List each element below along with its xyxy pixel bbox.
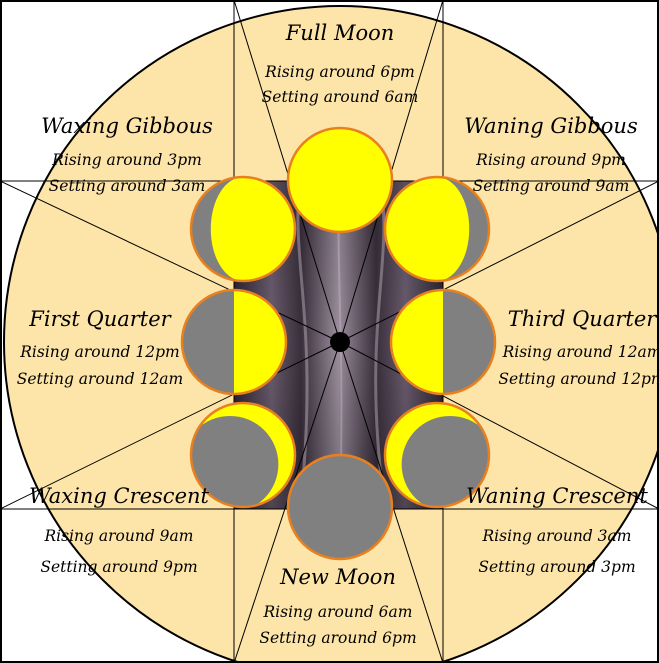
phase-name: Waning Crescent [466,484,648,508]
phase-setting: Setting around 6am [262,88,419,106]
phase-name: New Moon [279,565,396,589]
moon-first-quarter [182,290,286,394]
phase-name: First Quarter [28,307,172,331]
phase-setting: Setting around 9pm [40,558,197,576]
phase-rising: Rising around 12am [502,343,659,361]
phase-setting: Setting around 3pm [478,558,635,576]
label-waxing-crescent: Waxing Crescent Rising around 9am Settin… [29,484,210,576]
moon-new-moon [288,455,392,559]
phase-name: Waning Gibbous [464,114,638,138]
label-waning-gibbous: Waning Gibbous Rising around 9pm Setting… [464,114,638,195]
phase-name: Waxing Crescent [29,484,210,508]
phase-name: Waxing Gibbous [41,114,213,138]
label-third-quarter: Third Quarter Rising around 12am Setting… [498,307,659,388]
phase-rising: Rising around 6am [263,603,413,621]
phase-rising: Rising around 9pm [475,151,626,169]
center-dot [330,332,350,352]
phase-setting: Setting around 9am [473,177,630,195]
phase-rising: Rising around 3am [482,527,632,545]
phase-rising: Rising around 6pm [264,63,415,81]
phase-setting: Setting around 12am [17,370,184,388]
moon-waxing-gibbous [191,177,295,281]
phase-setting: Setting around 6pm [259,629,416,647]
label-first-quarter: First Quarter Rising around 12pm Setting… [17,307,184,388]
label-new-moon: New Moon Rising around 6am Setting aroun… [259,565,416,647]
phase-setting: Setting around 3am [49,177,206,195]
phase-rising: Rising around 12pm [19,343,180,361]
label-waning-crescent: Waning Crescent Rising around 3am Settin… [466,484,648,576]
phase-rising: Rising around 9am [44,527,194,545]
phase-name: Third Quarter [508,307,659,331]
moon-third-quarter [391,290,495,394]
phase-setting: Setting around 12pm [498,370,659,388]
label-waxing-gibbous: Waxing Gibbous Rising around 3pm Setting… [41,114,213,195]
phase-rising: Rising around 3pm [51,151,202,169]
phase-name: Full Moon [285,21,395,45]
moon-full-moon [288,128,392,232]
